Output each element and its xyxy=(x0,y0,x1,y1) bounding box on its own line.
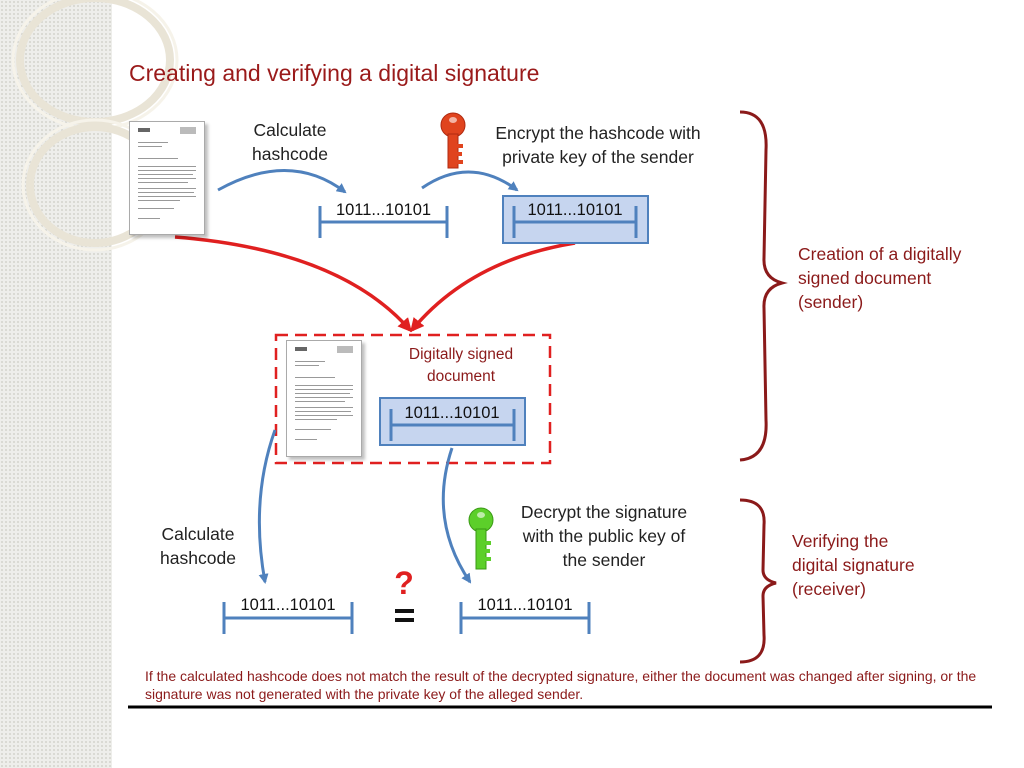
arrow-doc-to-hash xyxy=(217,169,347,194)
hashcode-text-signed: 1011...10101 xyxy=(404,404,500,422)
arrow-signature-to-decrypt xyxy=(441,447,472,584)
hashcode-bar-top-encrypted xyxy=(502,195,649,244)
creation-bracket-label: Creation of a digitally signed document … xyxy=(798,244,962,312)
comparison-question-mark: ? xyxy=(394,565,414,601)
encrypt-hashcode-label: Encrypt the hashcode with private key of… xyxy=(495,123,701,167)
hashcode-text-top-plain: 1011...10101 xyxy=(335,201,432,219)
calculate-hashcode-label-bottom: Calculate hashcode xyxy=(160,524,236,568)
verifying-bracket xyxy=(739,498,777,664)
document-icon xyxy=(129,121,205,235)
signed-document-icon xyxy=(286,340,362,457)
page-title: Creating and verifying a digital signatu… xyxy=(129,60,540,86)
verifying-bracket-label: Verifying the digital signature (receive… xyxy=(792,531,915,599)
hashcode-bar-bottom-calculated xyxy=(222,602,354,634)
signed-document-box xyxy=(274,333,552,465)
creation-bracket xyxy=(739,110,788,462)
hashcode-text-bottom-calculated: 1011...10101 xyxy=(240,596,336,614)
private-key-icon xyxy=(440,112,466,169)
hashcode-bar-bottom-decrypted xyxy=(459,602,591,634)
decrypt-signature-label: Decrypt the signature with the public ke… xyxy=(520,502,688,570)
arrow-doc-to-signed xyxy=(174,235,412,333)
arrow-signed-doc-to-calc xyxy=(257,429,277,584)
hashcode-text-bottom-decrypted: 1011...10101 xyxy=(477,596,573,614)
hashcode-text-top-encrypted: 1011...10101 xyxy=(527,201,623,219)
hashcode-bar-top-plain xyxy=(318,206,449,238)
calculate-hashcode-label-top: Calculate hashcode xyxy=(252,120,328,164)
arrow-hash-to-encrypted xyxy=(421,170,519,192)
public-key-icon xyxy=(468,507,494,570)
footnote: If the calculated hashcode does not matc… xyxy=(145,668,977,702)
hashcode-bar-signed xyxy=(379,397,526,446)
equals-sign xyxy=(395,609,414,622)
arrow-signature-to-signed xyxy=(410,241,576,333)
signed-document-label: Digitally signed document xyxy=(408,346,514,385)
